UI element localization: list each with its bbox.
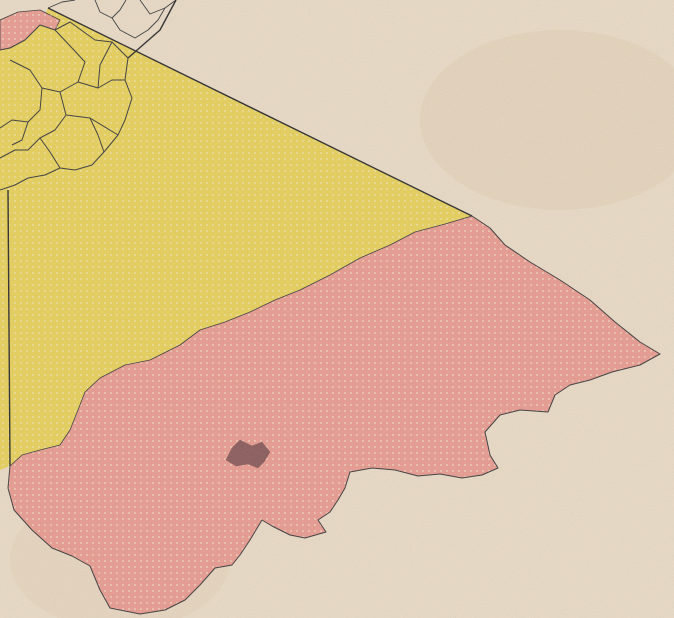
map-canvas — [0, 0, 674, 618]
paper-grain — [0, 0, 674, 618]
